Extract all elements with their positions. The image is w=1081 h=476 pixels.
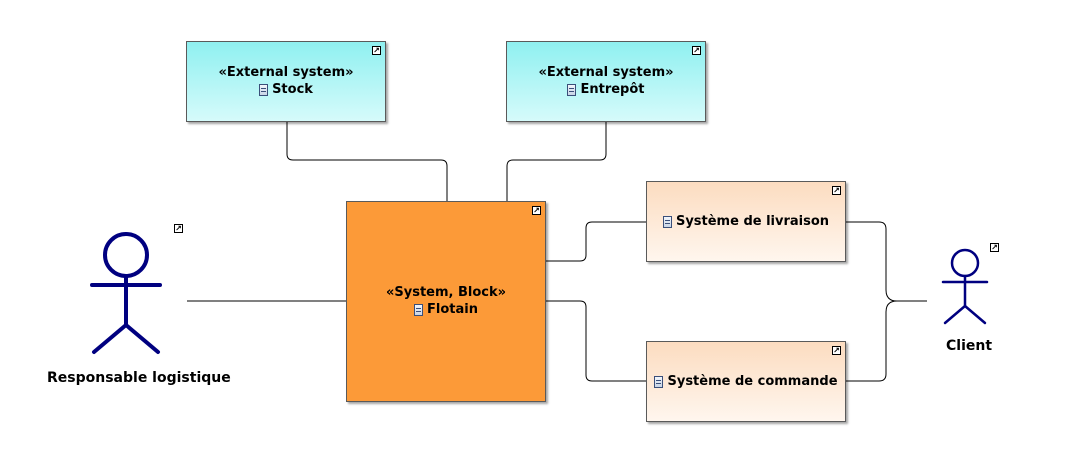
stereotype-label: «System, Block» xyxy=(385,285,507,300)
stereotype-label: «External system» xyxy=(218,65,354,80)
block-flotain[interactable]: ↗ «System, Block» Flotain xyxy=(346,201,546,402)
actor-responsable-logistique-label: Responsable logistique xyxy=(47,370,231,386)
block-icon xyxy=(259,84,269,96)
shortcut-arrow-icon[interactable]: ↗ xyxy=(372,46,381,55)
connector-stock-flotain[interactable] xyxy=(286,122,448,202)
shortcut-arrow-icon[interactable]: ↗ xyxy=(832,186,841,195)
block-icon xyxy=(414,304,424,316)
connector-livraison-client[interactable] xyxy=(846,221,927,302)
shortcut-arrow-icon[interactable]: ↗ xyxy=(990,243,999,252)
connector-entrepot-flotain[interactable] xyxy=(506,122,607,202)
block-entrepot[interactable]: ↗ «External system» Entrepôt xyxy=(506,41,706,122)
block-icon xyxy=(654,375,664,388)
shortcut-arrow-icon[interactable]: ↗ xyxy=(692,46,701,55)
actor-responsable-logistique-figure[interactable] xyxy=(90,232,162,354)
actor-client-figure[interactable] xyxy=(941,248,989,325)
shortcut-arrow-icon[interactable]: ↗ xyxy=(174,224,183,233)
connector-commande-client[interactable] xyxy=(846,300,898,382)
block-stock[interactable]: ↗ «External system» Stock xyxy=(186,41,386,122)
block-name: Flotain xyxy=(427,302,478,317)
block-name: Système de commande xyxy=(667,373,838,389)
connector-flotain-livraison[interactable] xyxy=(546,221,647,262)
block-name: Système de livraison xyxy=(675,213,830,229)
block-systeme-de-commande[interactable]: ↗ Système de commande xyxy=(646,341,846,422)
shortcut-arrow-icon[interactable]: ↗ xyxy=(832,346,841,355)
block-name: Entrepôt xyxy=(580,82,645,97)
block-icon xyxy=(567,84,577,96)
block-systeme-de-livraison[interactable]: ↗ Système de livraison xyxy=(646,181,846,262)
shortcut-arrow-icon[interactable]: ↗ xyxy=(532,206,541,215)
block-icon xyxy=(662,215,672,228)
block-name: Stock xyxy=(272,82,313,97)
connector-flotain-commande[interactable] xyxy=(546,300,647,382)
actor-client-label: Client xyxy=(946,338,993,354)
stereotype-label: «External system» xyxy=(538,65,674,80)
